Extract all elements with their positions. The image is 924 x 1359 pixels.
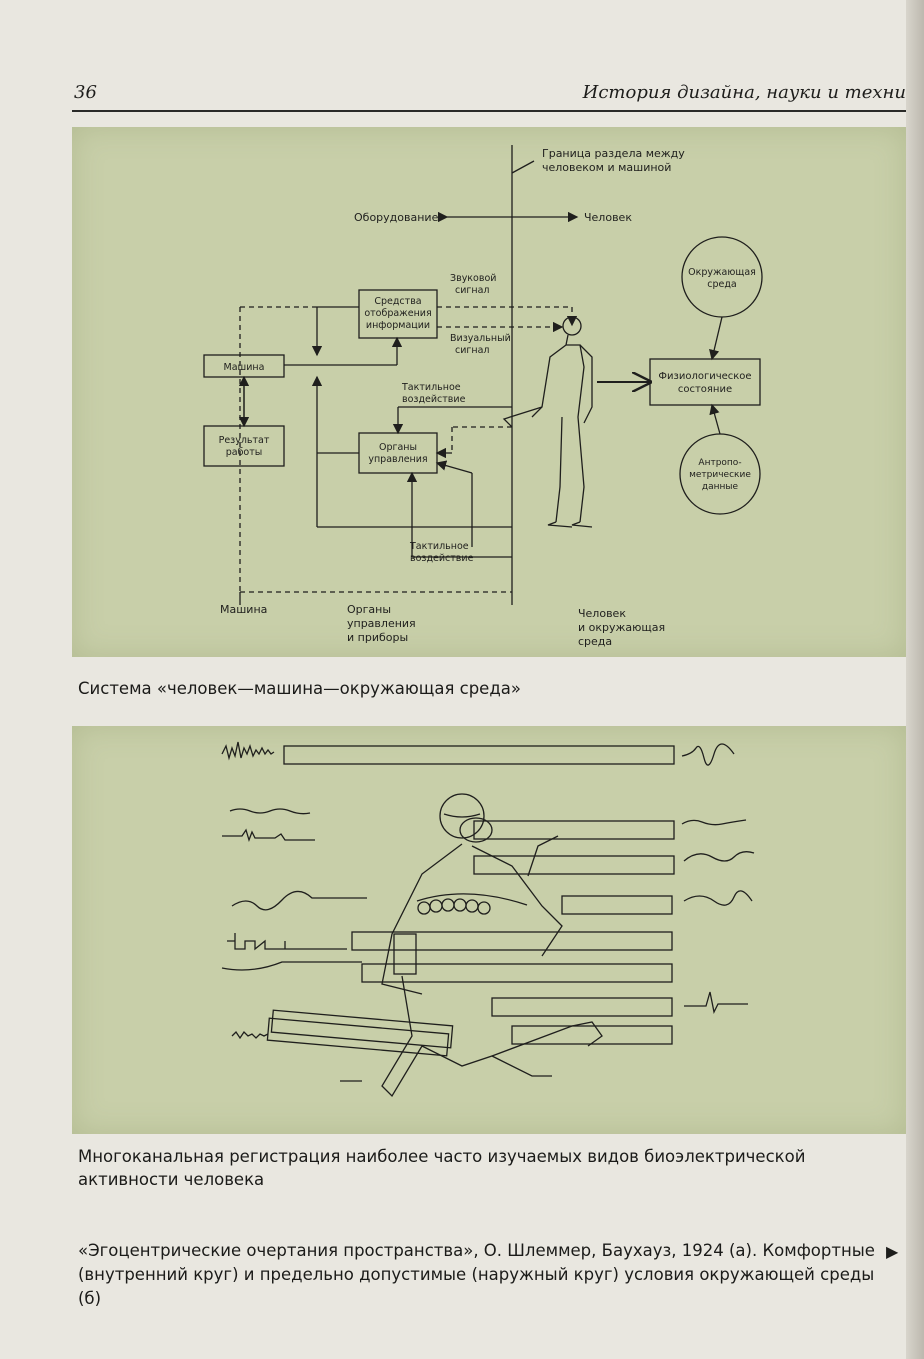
- figure-bioelectric-recording: [72, 726, 906, 1134]
- work-result-box: [204, 426, 284, 466]
- controls-2: управления: [368, 454, 427, 465]
- page-number: 36: [74, 82, 97, 103]
- bottom-controls-2: управления: [347, 617, 416, 630]
- bottom-human-2: и окружающая: [578, 621, 665, 634]
- channel-bar: [562, 896, 672, 914]
- waveform: [222, 962, 362, 970]
- waveform: [232, 1032, 268, 1038]
- waveform: [222, 830, 315, 840]
- boundary-label-1: Граница раздела между: [542, 147, 685, 160]
- display-means-2: отображения: [364, 308, 431, 319]
- waveform: [230, 809, 310, 814]
- channel-bar: [352, 932, 672, 950]
- bottom-controls-3: и приборы: [347, 631, 408, 644]
- tactile2-2: воздействие: [410, 553, 474, 564]
- bottom-human-1: Человек: [578, 607, 626, 620]
- sound-signal-2: сигнал: [455, 285, 490, 296]
- physio-2: состояние: [678, 384, 732, 395]
- waveform: [682, 820, 746, 825]
- sound-signal-1: Звуковой: [450, 273, 496, 284]
- waveform: [227, 933, 347, 949]
- environment-2: среда: [707, 279, 737, 290]
- boundary-label-2: человеком и машиной: [542, 161, 671, 174]
- equipment-label: Оборудование: [354, 211, 439, 224]
- physio-state-box: [650, 359, 760, 405]
- waveform: [682, 744, 734, 765]
- bottom-controls-1: Органы: [347, 603, 391, 616]
- caption-bioelectric: Многоканальная регистрация наиболее част…: [78, 1145, 908, 1191]
- waveform: [684, 992, 748, 1012]
- header-rule: [72, 110, 906, 112]
- bottom-human-3: среда: [578, 635, 612, 648]
- bottom-machine: Машина: [220, 603, 267, 616]
- caption-system-diagram: Система «человек—машина—окружающая среда…: [78, 677, 898, 700]
- tactile1-1: Тактильное: [401, 382, 461, 393]
- channel-bar: [474, 821, 674, 839]
- bioelectric-illustration: [72, 726, 906, 1134]
- waveform: [232, 891, 367, 909]
- system-diagram-svg: Граница раздела между человеком и машино…: [72, 127, 906, 657]
- seated-person-sketch: [267, 794, 602, 1096]
- channel-bar: [362, 964, 672, 982]
- waveform: [684, 852, 754, 861]
- channel-bar: [474, 856, 674, 874]
- visual-signal-1: Визуальный: [450, 333, 511, 344]
- anthro-1: Антропо-: [698, 458, 741, 468]
- controls-box: [359, 433, 437, 473]
- tactile1-2: воздействие: [402, 394, 466, 405]
- caption-egocentric-space: «Эгоцентрические очертания пространства»…: [78, 1239, 878, 1311]
- continue-arrow-icon: ▶: [886, 1242, 898, 1261]
- physio-1: Физиологическое: [658, 371, 751, 382]
- page-header: 36 История дизайна, науки и техни: [72, 78, 906, 108]
- waveform: [222, 742, 274, 758]
- work-result-2: работы: [226, 447, 263, 458]
- page-edge: [906, 0, 924, 1359]
- tactile2-1: Тактильное: [409, 541, 469, 552]
- work-result-1: Результат: [219, 435, 270, 446]
- channel-bar: [512, 1026, 672, 1044]
- channel-bar: [284, 746, 674, 764]
- machine-label: Машина: [224, 362, 265, 373]
- channel-bar: [492, 998, 672, 1016]
- figure-system-diagram: Граница раздела между человеком и машино…: [72, 127, 906, 657]
- running-title: История дизайна, науки и техни: [583, 82, 906, 103]
- controls-1: Органы: [379, 442, 417, 453]
- human-figure: [504, 317, 592, 527]
- display-means-3: информации: [366, 320, 430, 331]
- anthro-3: данные: [702, 482, 739, 492]
- anthro-2: метрические: [689, 470, 751, 480]
- environment-1: Окружающая: [688, 267, 756, 278]
- human-label: Человек: [584, 211, 632, 224]
- waveform: [684, 891, 752, 905]
- visual-signal-2: сигнал: [455, 345, 490, 356]
- display-means-1: Средства: [374, 296, 421, 307]
